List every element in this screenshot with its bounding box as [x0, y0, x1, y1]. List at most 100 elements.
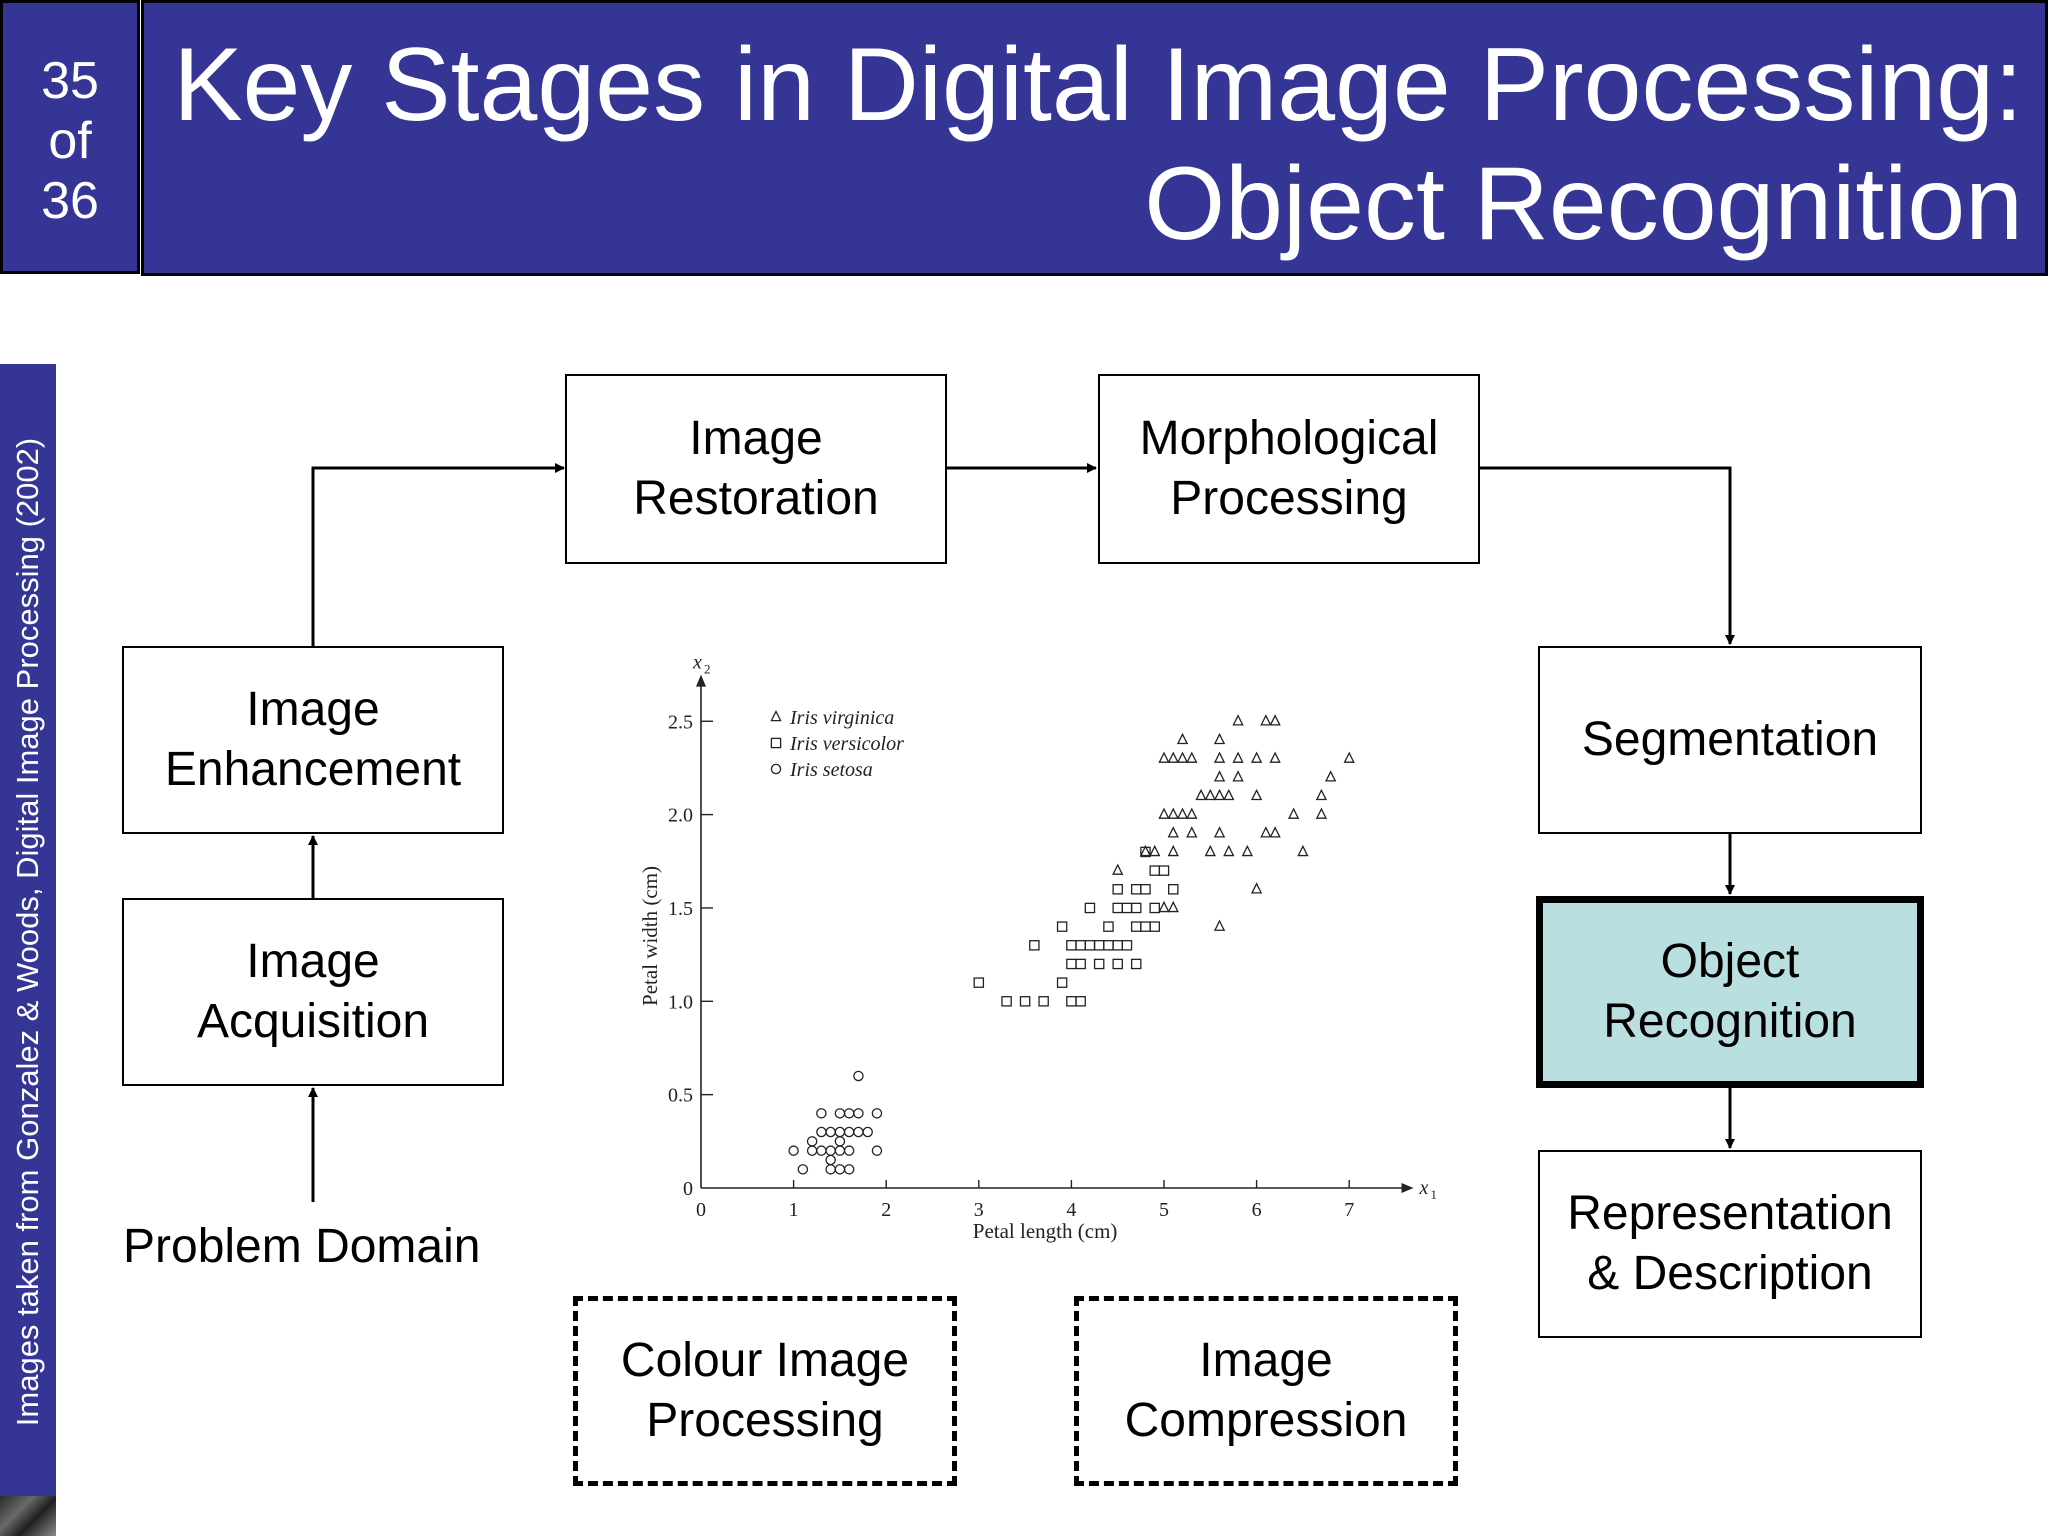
image-compression-box: Image Compression — [1074, 1296, 1458, 1486]
x-axis-arrowhead — [1401, 1183, 1414, 1193]
iris-setosa-point — [834, 1164, 846, 1175]
colour-image-processing-box: Colour Image Processing — [573, 1296, 957, 1486]
legend-label-iris-virginica: Iris virginica — [789, 707, 894, 729]
iris-virginica-point — [1204, 788, 1216, 801]
image-acquisition-box: Image Acquisition — [122, 898, 504, 1086]
iris-versicolor-point — [1149, 865, 1160, 876]
iris-versicolor-point — [1112, 902, 1123, 914]
iris-versicolor-point — [1075, 940, 1086, 951]
image-compression-label: Image Compression — [1124, 1334, 1408, 1447]
iris-virginica-point — [1232, 714, 1244, 726]
x-tick-label: 6 — [1252, 1199, 1262, 1221]
iris-setosa-point — [816, 1145, 827, 1156]
iris-setosa-point — [834, 1108, 846, 1119]
iris-virginica-point — [1186, 807, 1198, 819]
legend-marker-iris-versicolor — [770, 737, 782, 749]
iris-virginica-point — [1149, 844, 1161, 857]
x-tick-label: 3 — [974, 1199, 984, 1221]
iris-virginica-point — [1213, 751, 1226, 763]
image-restoration-label: Image Restoration — [633, 412, 879, 525]
iris-virginica-point — [1223, 788, 1235, 801]
iris-virginica-point — [1213, 788, 1226, 801]
iris-setosa-point — [853, 1070, 864, 1082]
iris-versicolor-point — [1093, 958, 1105, 970]
iris-virginica-point — [1297, 844, 1309, 857]
slide-number: 35 — [41, 52, 99, 110]
iris-versicolor-point — [1130, 884, 1142, 895]
y-axis-label: Petal width (cm) — [638, 866, 662, 1006]
representation-description-box: Representation & Description — [1538, 1150, 1922, 1338]
iris-versicolor-point — [1038, 996, 1049, 1007]
iris-virginica-point — [1325, 770, 1337, 782]
iris-virginica-point — [1343, 751, 1355, 763]
image-enhancement-box: Image Enhancement — [122, 646, 504, 834]
iris-virginica-point — [1158, 751, 1170, 763]
iris-setosa-point — [853, 1108, 864, 1119]
iris-versicolor-point — [1056, 921, 1068, 932]
x-tick-label: 7 — [1344, 1199, 1354, 1221]
slide-number-box: 35 of 36 — [0, 0, 140, 274]
iris-virginica-point — [1167, 751, 1179, 763]
legend-label-iris-versicolor: Iris versicolor — [789, 733, 904, 755]
iris-setosa-point — [843, 1126, 855, 1138]
iris-setosa-point — [843, 1145, 855, 1156]
iris-virginica-point — [1269, 714, 1281, 726]
iris-versicolor-point — [1093, 940, 1105, 951]
iris-versicolor-point — [1130, 902, 1142, 914]
slide-of: of — [48, 112, 92, 170]
iris-versicolor-point — [1066, 996, 1077, 1007]
legend-label-iris-setosa: Iris setosa — [789, 759, 873, 781]
y-axis-symbol: x — [692, 652, 702, 674]
iris-virginica-point — [1250, 882, 1263, 894]
iris-virginica-point — [1260, 714, 1272, 726]
y-tick-label: 0 — [683, 1178, 693, 1200]
arrow-enhancement-to-restoration — [311, 463, 565, 646]
iris-versicolor-point — [1066, 940, 1077, 951]
iris-setosa-point — [825, 1145, 836, 1156]
iris-virginica-point — [1158, 900, 1170, 913]
iris-versicolor-point — [1001, 996, 1012, 1007]
iris-setosa-point — [825, 1126, 836, 1138]
y-tick-label: 0.5 — [668, 1085, 693, 1107]
iris-versicolor-point — [1112, 884, 1123, 895]
iris-virginica-point — [1195, 788, 1207, 801]
iris-virginica-point — [1186, 751, 1198, 763]
object-recognition-box: Object Recognition — [1536, 896, 1924, 1088]
iris-virginica-point — [1213, 770, 1226, 782]
y-tick-label: 1.0 — [668, 991, 693, 1013]
x-tick-label: 5 — [1159, 1199, 1169, 1221]
iris-virginica-point — [1223, 844, 1235, 857]
iris-versicolor-point — [1158, 865, 1170, 876]
iris-versicolor-point — [1029, 940, 1040, 951]
iris-virginica-point — [1260, 826, 1272, 838]
iris-virginica-point — [1186, 826, 1198, 838]
iris-virginica-point — [1269, 751, 1281, 763]
iris-versicolor-point — [1019, 996, 1031, 1007]
iris-setosa-point — [825, 1164, 836, 1175]
iris-virginica-point — [1176, 732, 1189, 745]
arrow-morphological-to-segmentation — [1480, 466, 1735, 645]
iris-setosa-point — [816, 1126, 827, 1138]
y-axis-subscript: 2 — [704, 662, 711, 677]
logo-thumbnail — [0, 1496, 56, 1536]
x-axis-subscript: 1 — [1431, 1187, 1438, 1202]
iris-virginica-point — [1176, 807, 1189, 819]
object-recognition-label: Object Recognition — [1603, 935, 1857, 1048]
credit-bar — [0, 364, 56, 1500]
segmentation-box: Segmentation — [1538, 646, 1922, 834]
iris-virginica-point — [1158, 807, 1170, 819]
iris-versicolor-point — [1168, 884, 1179, 895]
iris-versicolor-point — [1121, 902, 1133, 914]
iris-setosa-point — [806, 1136, 818, 1147]
iris-versicolor-point — [1103, 921, 1114, 932]
segmentation-label: Segmentation — [1581, 713, 1879, 766]
representation-description-label: Representation & Description — [1567, 1187, 1893, 1300]
iris-versicolor-point — [1130, 958, 1142, 970]
iris-virginica-point — [1241, 844, 1253, 857]
title-banner: Key Stages in Digital Image Processing: … — [141, 0, 2048, 276]
iris-versicolor-point — [1112, 940, 1123, 951]
iris-setosa-point — [797, 1164, 809, 1175]
slide-total: 36 — [41, 172, 99, 230]
iris-versicolor-point — [1066, 958, 1077, 970]
